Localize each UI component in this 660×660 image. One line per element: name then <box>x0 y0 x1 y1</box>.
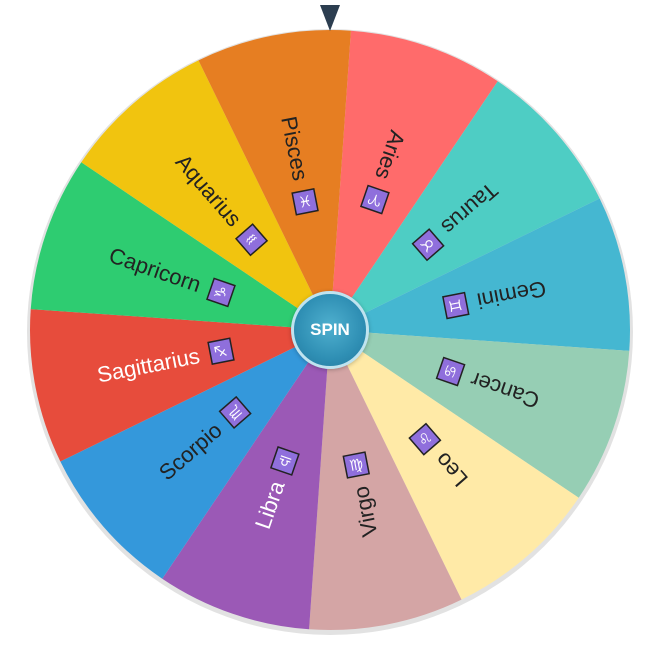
wheel-segment-capricorn: Capricorn♑ <box>30 162 331 330</box>
zodiac-libra-icon: ♎ <box>269 446 300 476</box>
svg-text:♊: ♊ <box>446 297 466 314</box>
svg-text:♐: ♐ <box>211 343 231 360</box>
svg-text:♍: ♍ <box>348 455 365 475</box>
wheel-segment-aquarius: Aquarius♒ <box>81 60 330 330</box>
svg-text:♎: ♎ <box>276 450 295 471</box>
segment-slice <box>81 60 330 330</box>
svg-text:♑: ♑ <box>210 283 231 302</box>
zodiac-taurus-icon: ♉ <box>411 228 445 262</box>
wheel-segment-leo: Leo♌ <box>330 330 579 600</box>
svg-text:♓: ♓ <box>297 192 314 212</box>
zodiac-cancer-icon: ♋ <box>435 356 466 387</box>
segment-slice <box>330 330 630 498</box>
zodiac-capricorn-icon: ♑ <box>206 277 236 308</box>
segment-slice <box>330 330 579 600</box>
segment-slice <box>309 330 462 631</box>
zodiac-gemini-icon: ♊ <box>442 291 470 320</box>
wheel-segment-pisces: Pisces♓ <box>198 29 351 330</box>
wheel-segment-scorpio: Scorpio♏ <box>60 330 330 579</box>
segment-slice <box>330 198 631 351</box>
pointer-icon <box>320 5 340 31</box>
segment-slice <box>30 162 331 330</box>
zodiac-leo-icon: ♌ <box>408 422 442 456</box>
segment-slice <box>29 309 330 462</box>
wheel-segment-cancer: Cancer♋ <box>330 330 630 498</box>
svg-text:♈: ♈ <box>366 189 385 210</box>
segment-slice <box>330 81 600 330</box>
segment-slice <box>60 330 330 579</box>
segment-slice <box>198 29 351 330</box>
zodiac-virgo-icon: ♍ <box>342 451 371 479</box>
zodiac-aries-icon: ♈ <box>359 184 390 215</box>
wheel-segment-aries: Aries♈ <box>330 30 498 331</box>
zodiac-scorpio-icon: ♏ <box>218 395 252 430</box>
spin-button[interactable]: SPIN <box>291 291 369 369</box>
wheel-segment-gemini: Gemini♊ <box>330 198 631 351</box>
zodiac-aquarius-icon: ♒ <box>234 223 269 257</box>
segment-slice <box>330 30 498 331</box>
wheel-segment-libra: Libra♎ <box>162 330 330 630</box>
wheel-segment-sagittarius: Sagittarius♐ <box>29 309 330 462</box>
wheel-segment-taurus: Taurus♉ <box>330 81 600 330</box>
zodiac-pisces-icon: ♓ <box>291 188 319 216</box>
svg-text:♋: ♋ <box>440 362 461 381</box>
segment-slice <box>162 330 330 630</box>
zodiac-sagittarius-icon: ♐ <box>207 337 235 365</box>
wheel-segment-virgo: Virgo♍ <box>309 330 462 631</box>
